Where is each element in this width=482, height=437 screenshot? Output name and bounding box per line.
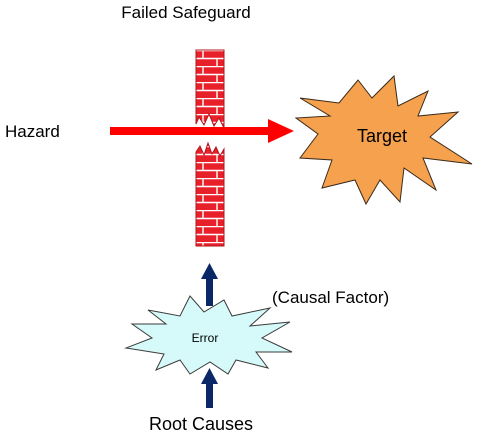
causal-arrow-lower: [201, 368, 218, 408]
root-causes-label: Root Causes: [149, 414, 253, 434]
target-label: Target: [357, 126, 407, 146]
causal-factor-label: (Causal Factor): [272, 288, 389, 307]
causal-arrow-upper: [201, 263, 218, 306]
hazard-arrow: [110, 119, 294, 143]
safeguard-wall-lower: [195, 141, 225, 247]
target-burst: [294, 74, 473, 206]
error-burst: [124, 295, 293, 375]
failed-safeguard-label: Failed Safeguard: [121, 3, 250, 22]
safeguard-wall-upper: [195, 49, 225, 129]
hazard-label: Hazard: [5, 122, 60, 141]
error-label: Error: [192, 331, 219, 345]
